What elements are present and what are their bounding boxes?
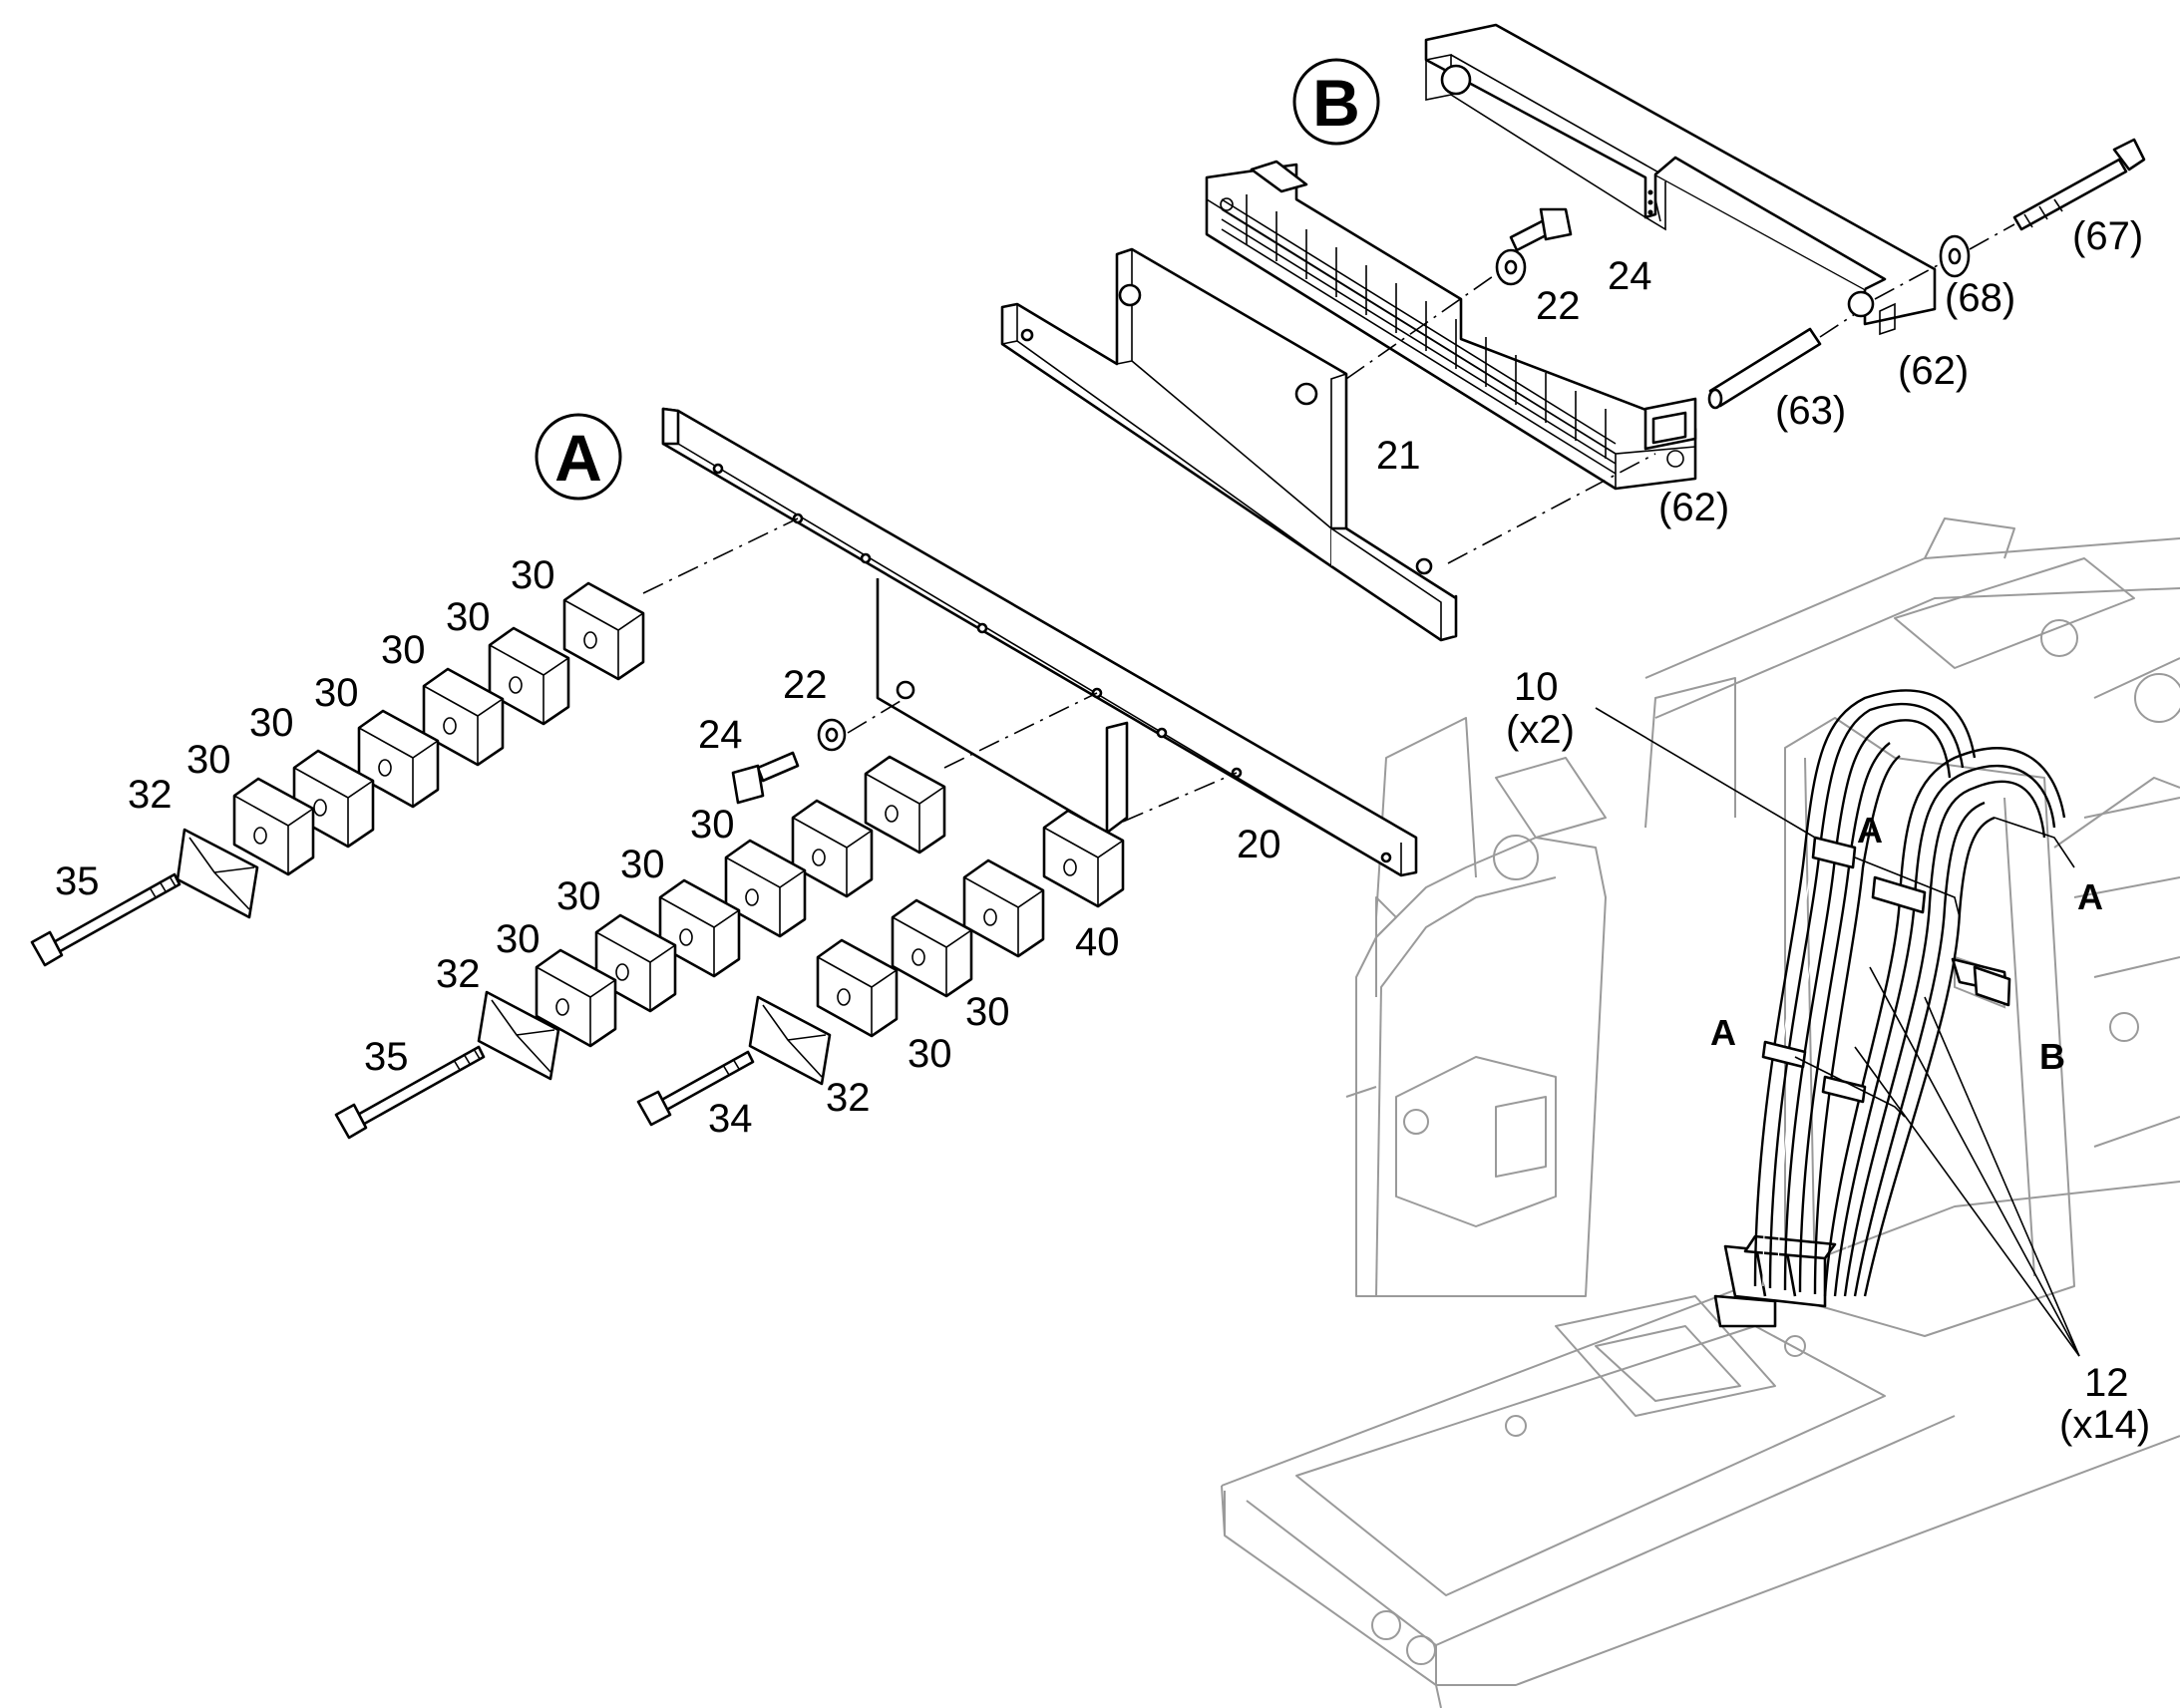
label-62-b: (62): [1898, 349, 1969, 393]
clamp-30-r3-3: [816, 938, 899, 1038]
bracket-21: [1000, 247, 1458, 642]
label-32-c: 32: [826, 1076, 871, 1120]
assembly-lines: [642, 223, 2015, 823]
part-number-labels: 10 (x2) 12 (x14) 20 21 22 22 24 24 30 30…: [55, 214, 2150, 1447]
bracket-20: [661, 407, 1418, 877]
label-12-qty: (x14): [2059, 1403, 2150, 1447]
label-32-a: 32: [128, 773, 173, 817]
marker-b-1: B: [2039, 1036, 2065, 1077]
callout-a: A: [535, 413, 622, 501]
leader-lines: [1595, 707, 2080, 1357]
label-24-lower: 24: [698, 713, 743, 757]
label-68: (68): [1945, 276, 2015, 320]
label-30-4: 30: [314, 671, 359, 715]
marker-a-3: A: [1710, 1012, 1736, 1053]
label-24-top: 24: [1608, 254, 1652, 298]
label-12: 12: [2084, 1361, 2129, 1405]
hydraulic-hose-bundle: [1753, 689, 2075, 1297]
label-30-6: 30: [186, 738, 231, 782]
callout-b-letter: B: [1312, 66, 1360, 140]
callout-b: B: [1292, 58, 1380, 146]
machine-markers: A A A B: [1710, 810, 2103, 1077]
clamp-40: [1042, 809, 1125, 908]
clamp-30-r1-4: [357, 709, 440, 809]
label-22-top: 22: [1536, 284, 1581, 328]
clamp-block-grille: [1205, 160, 1697, 491]
clamp-30-r1-2: [488, 626, 570, 726]
label-10: 10: [1514, 665, 1559, 709]
washer-22-top: [1495, 248, 1527, 286]
clamp-block-handle: [1424, 23, 1937, 336]
callout-a-letter: A: [554, 421, 602, 495]
label-30-10: 30: [496, 917, 541, 961]
marker-a-2: A: [2077, 876, 2103, 917]
label-35-b: 35: [364, 1035, 409, 1079]
washer-22-lower: [817, 718, 847, 752]
label-30-11: 30: [908, 1032, 952, 1076]
label-30-5: 30: [249, 701, 294, 745]
label-62-a: (62): [1658, 486, 1729, 529]
label-32-b: 32: [436, 952, 481, 996]
label-30-12: 30: [965, 990, 1010, 1034]
label-40: 40: [1075, 920, 1120, 964]
marker-a-1: A: [1857, 810, 1883, 851]
clamp-30-r3-2: [891, 898, 973, 998]
clamp-30-r2-1: [864, 755, 946, 854]
clamp-30-r1-1: [562, 581, 645, 681]
label-30-3: 30: [381, 628, 426, 672]
clamp-halves: [232, 581, 1125, 1048]
label-30-9: 30: [556, 874, 601, 918]
bolt-67: [2012, 138, 2146, 231]
label-30-1: 30: [511, 553, 555, 597]
label-22-lower: 22: [783, 663, 828, 707]
label-10-qty: (x2): [1506, 708, 1575, 752]
clamp-30-r3-1: [962, 858, 1045, 958]
bolt-24-lower: [731, 751, 800, 805]
label-21: 21: [1376, 434, 1421, 478]
machine-frame: [1221, 517, 2180, 1708]
clamp-30-r1-6: [232, 777, 315, 876]
label-67: (67): [2072, 214, 2143, 258]
label-35-a: 35: [55, 859, 100, 903]
washer-68: [1939, 234, 1971, 278]
label-20: 20: [1237, 823, 1281, 866]
label-30-7: 30: [690, 803, 735, 847]
label-63: (63): [1775, 389, 1846, 433]
label-34: 34: [708, 1097, 753, 1141]
bolt-24-top: [1509, 207, 1573, 252]
sleeve-63: [1707, 327, 1822, 410]
label-30-2: 30: [446, 595, 491, 639]
label-30-8: 30: [620, 843, 665, 886]
clamp-30-r2-6: [535, 948, 617, 1048]
bolts: [30, 872, 755, 1140]
cover-plates-32: [176, 828, 832, 1086]
